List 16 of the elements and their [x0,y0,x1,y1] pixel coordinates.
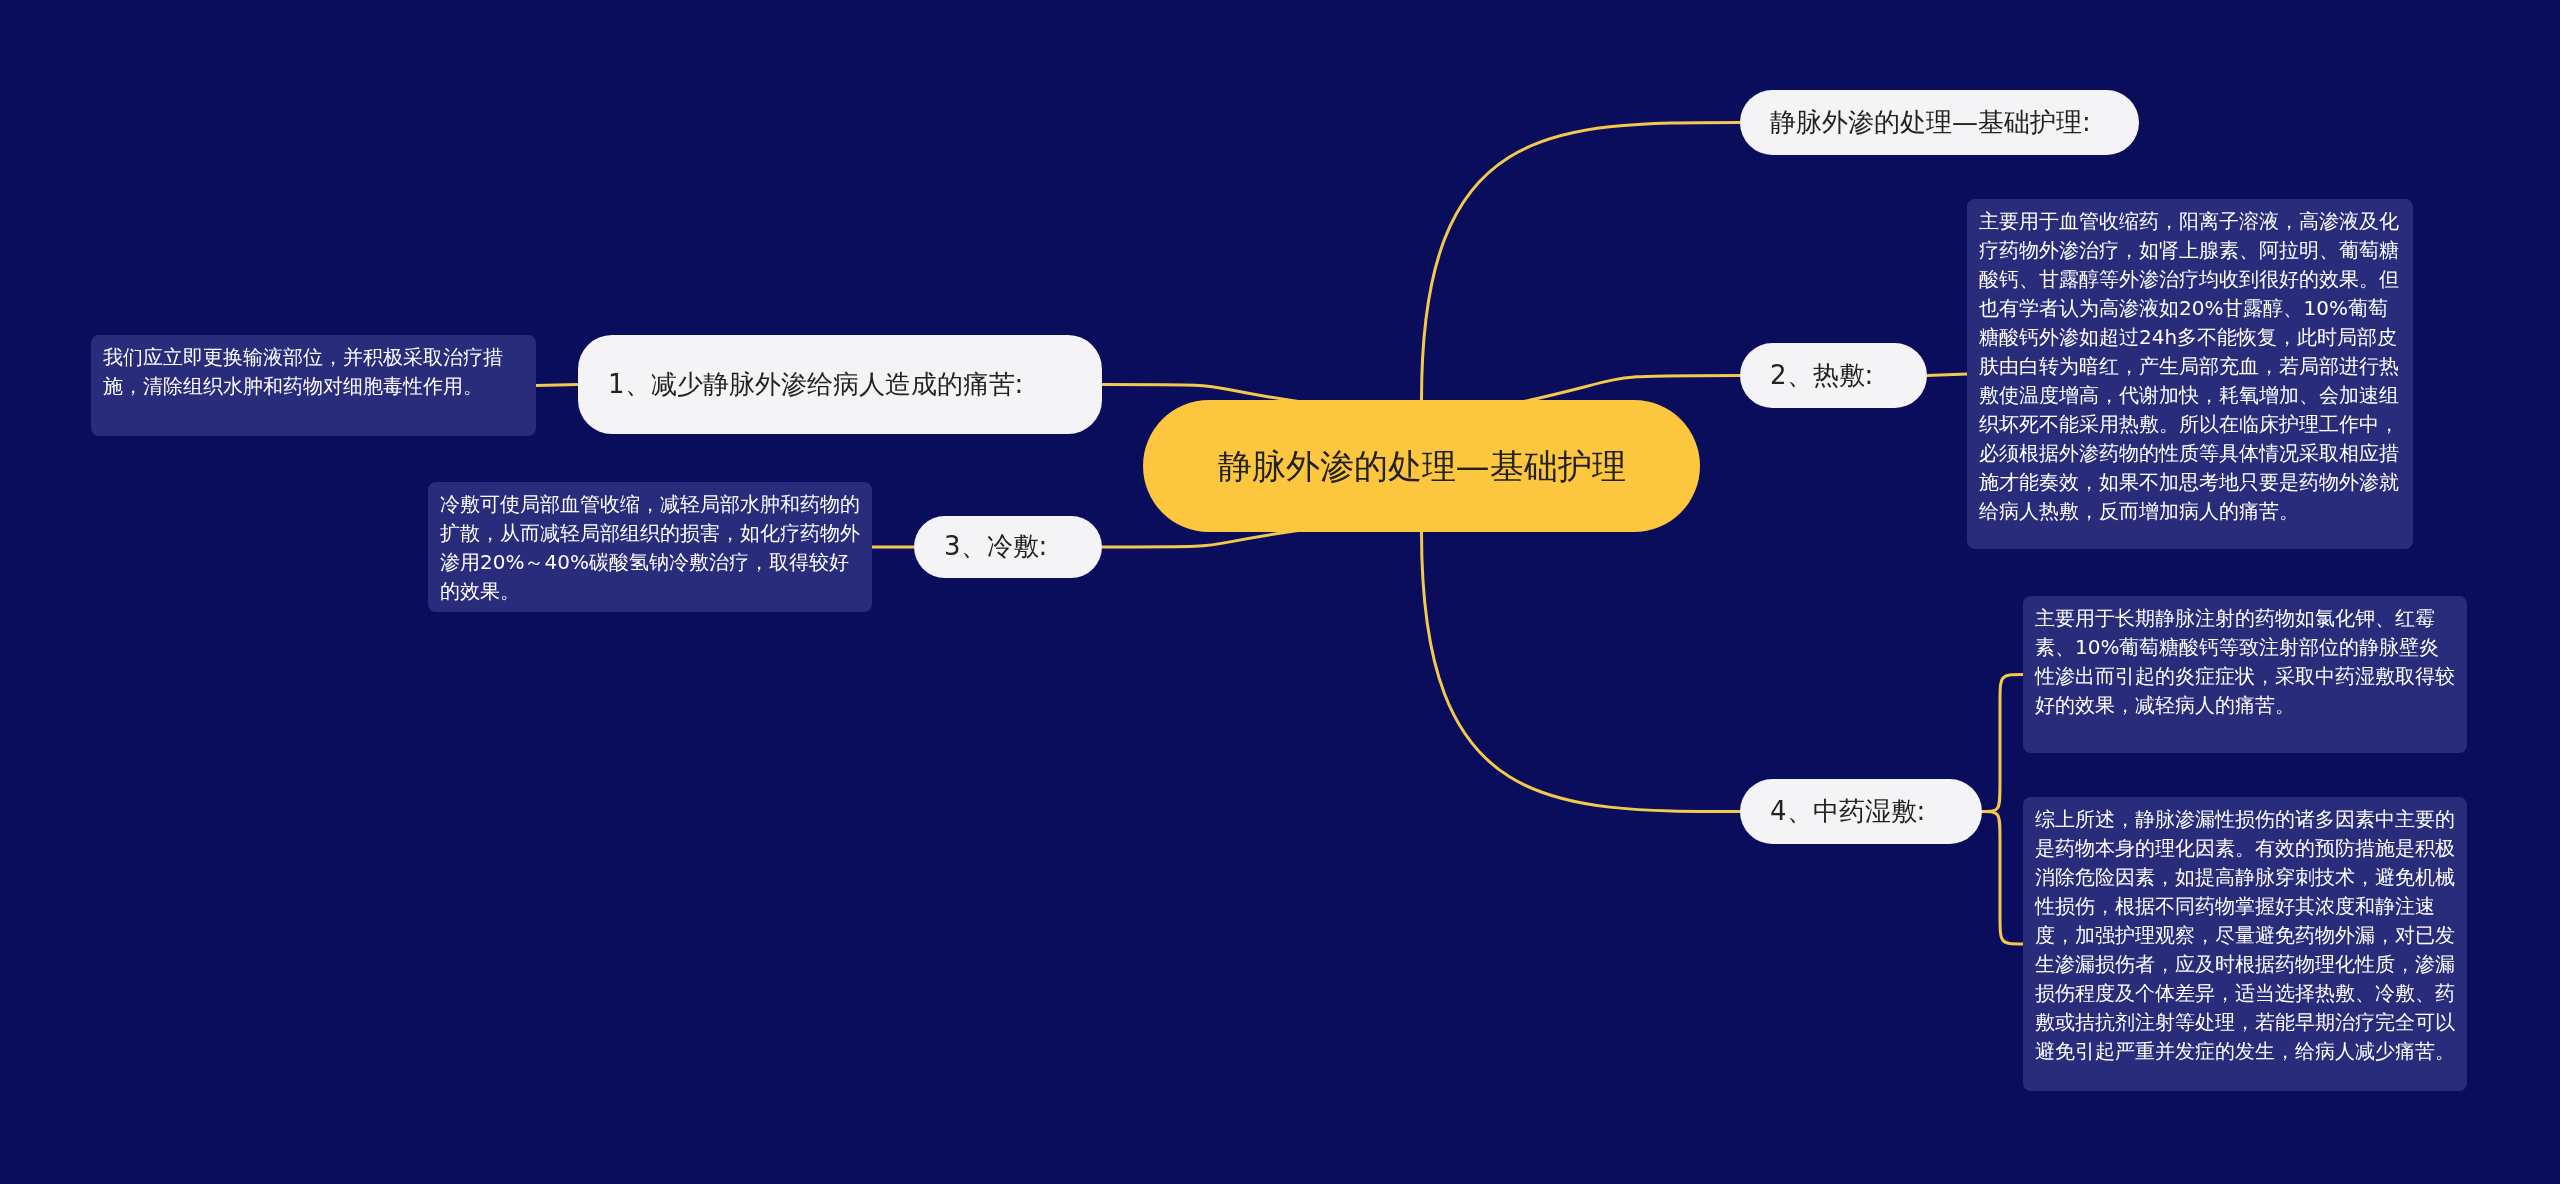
topic-pill: 静脉外渗的处理—基础护理: [1740,90,2139,155]
connector-line [872,545,914,549]
connector-line [1926,372,1968,377]
connector-line [1420,531,1740,813]
topic-pill: 4、中药湿敷: [1740,779,1982,844]
topic-pill: 2、热敷: [1740,343,1927,408]
topic-pill: 3、冷敷: [914,516,1102,578]
central-topic: 静脉外渗的处理—基础护理 [1143,400,1700,532]
note-card: 冷敷可使局部血管收缩，减轻局部水肿和药物的扩散，从而减轻局部组织的损害，如化疗药物外渗用20%～40%碳酸氢钠冷敷治疗，取得较好的效果。 [428,482,872,612]
note-card: 主要用于长期静脉注射的药物如氯化钾、红霉素、10%葡萄糖酸钙等致注射部位的静脉壁炎性渗出而引起的炎症症状，采取中药湿敷取得较好的效果，减轻病人的痛苦。 [2023,596,2467,753]
note-card: 我们应立即更换输液部位，并积极采取治疗措施，清除组织水肿和药物对细胞毒性作用。 [91,335,536,436]
connector-line [1420,121,1740,401]
note-card: 综上所述，静脉渗漏性损伤的诸多因素中主要的是药物本身的理化因素。有效的预防措施是积极消除危险因素，如提高静脉穿刺技术，避免机械性损伤，根据不同药物掌握好其浓度和静注速度，加强护理观察，尽量避免药物外漏，对已发生渗漏损伤者，应及时根据药物理化性质，渗漏损伤程度及个体差异，适当选择热敷、冷敷、药敷或拮抗剂注射等处理，若能早期治疗完全可以避免引起严重并发症的发生，给病人减少痛苦。 [2023,797,2467,1091]
connector-line [535,383,579,387]
note-card: 主要用于血管收缩药，阳离子溶液，高渗液及化疗药物外渗治疗，如肾上腺素、阿拉明、葡萄糖酸钙、甘露醇等外渗治疗均收到很好的效果。但也有学者认为高渗液如20%甘露醇、10%葡萄糖酸钙外渗如超过24h多不能恢复，此时局部皮肤由白转为暗红，产生局部充血，若局部进行热敷使温度增高，代谢加快，耗氧增加、会加速组织坏死不能采用热敷。所以在临床护理工作中，必须根据外渗药物的性质等具体情况采取相应措施才能奏效，如果不加思考地只要是药物外渗就给病人热敷，反而增加病人的痛苦。 [1967,199,2413,549]
topic-pill: 1、减少静脉外渗给病人造成的痛苦: [578,335,1102,434]
